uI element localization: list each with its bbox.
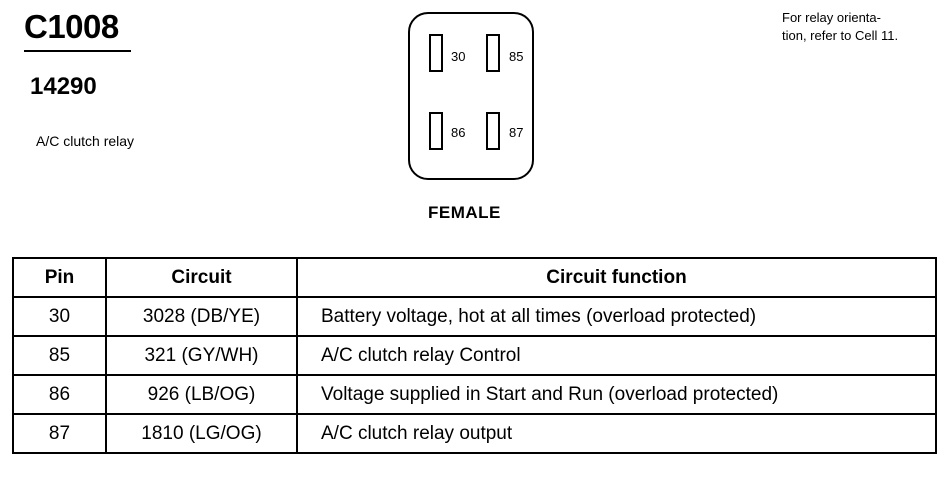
table-row: 85 321 (GY/WH) A/C clutch relay Control — [12, 335, 937, 376]
table-row: 87 1810 (LG/OG) A/C clutch relay output — [12, 413, 937, 454]
pin-label-86: 86 — [451, 125, 466, 140]
connector-id: C1008 — [24, 8, 119, 45]
pin-table: Pin Circuit Circuit function 30 3028 (DB… — [12, 257, 937, 454]
part-number: 14290 — [30, 73, 97, 100]
cell-circuit-function: A/C clutch relay Control — [296, 335, 937, 376]
cell-pin: 86 — [12, 374, 107, 415]
connector-description: A/C clutch relay — [36, 133, 135, 149]
table-header-row: Pin Circuit Circuit function — [12, 257, 937, 298]
cell-circuit-function: A/C clutch relay output — [296, 413, 937, 454]
column-header-circuit: Circuit — [105, 257, 298, 298]
connector-id-underline — [24, 50, 131, 52]
orientation-note-line-2: tion, refer to Cell 11. — [782, 28, 899, 43]
table-row: 86 926 (LB/OG) Voltage supplied in Start… — [12, 374, 937, 415]
pin-label-85: 85 — [509, 49, 524, 64]
table-row: 30 3028 (DB/YE) Battery voltage, hot at … — [12, 296, 937, 337]
connector-gender-label: FEMALE — [428, 203, 501, 222]
pin-slot-30 — [429, 34, 443, 72]
pin-slot-87 — [486, 112, 500, 150]
cell-circuit: 1810 (LG/OG) — [105, 413, 298, 454]
cell-circuit: 321 (GY/WH) — [105, 335, 298, 376]
cell-circuit-function: Voltage supplied in Start and Run (overl… — [296, 374, 937, 415]
cell-circuit: 3028 (DB/YE) — [105, 296, 298, 337]
cell-circuit: 926 (LB/OG) — [105, 374, 298, 415]
cell-pin: 87 — [12, 413, 107, 454]
cell-circuit-function: Battery voltage, hot at all times (overl… — [296, 296, 937, 337]
column-header-pin: Pin — [12, 257, 107, 298]
orientation-note-line-1: For relay orienta- — [782, 10, 881, 25]
pin-slot-85 — [486, 34, 500, 72]
cell-pin: 30 — [12, 296, 107, 337]
cell-pin: 85 — [12, 335, 107, 376]
connector-face-diagram: 30 85 86 87 — [408, 12, 534, 180]
pin-label-30: 30 — [451, 49, 466, 64]
pin-slot-86 — [429, 112, 443, 150]
column-header-circuit-function: Circuit function — [296, 257, 937, 298]
pin-label-87: 87 — [509, 125, 524, 140]
orientation-note: For relay orienta- tion, refer to Cell 1… — [782, 9, 898, 45]
